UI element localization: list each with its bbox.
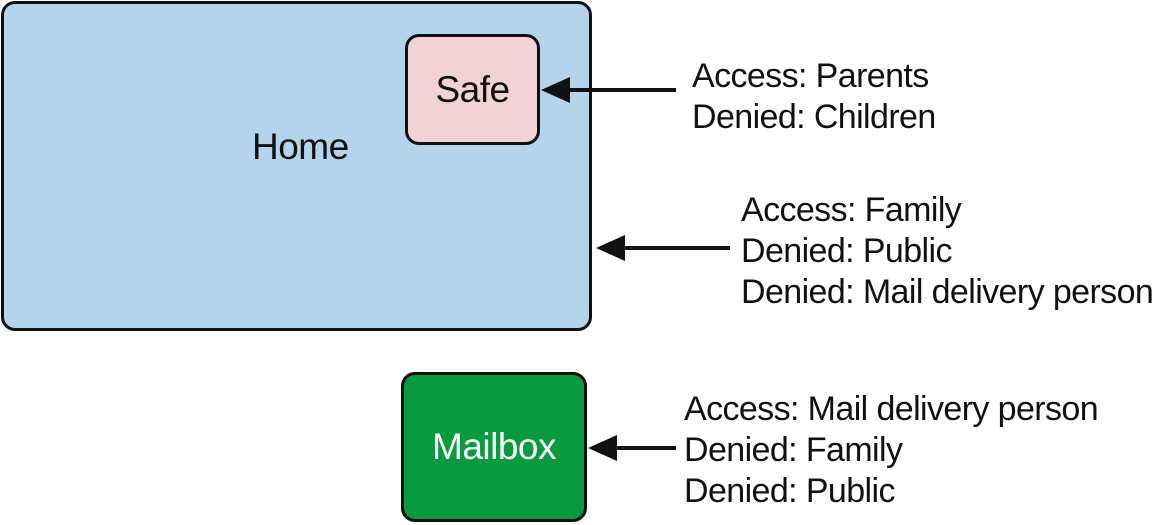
home-access-line: Access: Family [741,191,962,229]
mailbox-label: Mailbox [432,426,557,467]
safe-denied-line: Denied: Children [692,98,936,136]
home-denied-public-line: Denied: Public [741,232,952,270]
home-label: Home [252,126,349,167]
mailbox-access-note: Access: Mail delivery person Denied: Fam… [684,389,1099,512]
safe-arrow [541,77,676,103]
mailbox-arrow [588,435,676,461]
safe-access-note: Access: Parents Denied: Children [692,56,936,138]
home-access-note: Access: Family Denied: Public Denied: Ma… [741,190,1154,313]
mailbox-denied-public-line: Denied: Public [684,472,895,510]
mailbox-box: Mailbox [401,372,587,522]
safe-label: Safe [435,68,510,110]
mailbox-denied-family-line: Denied: Family [684,431,903,469]
home-denied-mail-line: Denied: Mail delivery person [741,273,1154,311]
safe-box: Safe [405,34,540,145]
safe-access-line: Access: Parents [692,57,929,95]
mailbox-access-line: Access: Mail delivery person [684,390,1099,428]
home-arrow [596,235,730,261]
